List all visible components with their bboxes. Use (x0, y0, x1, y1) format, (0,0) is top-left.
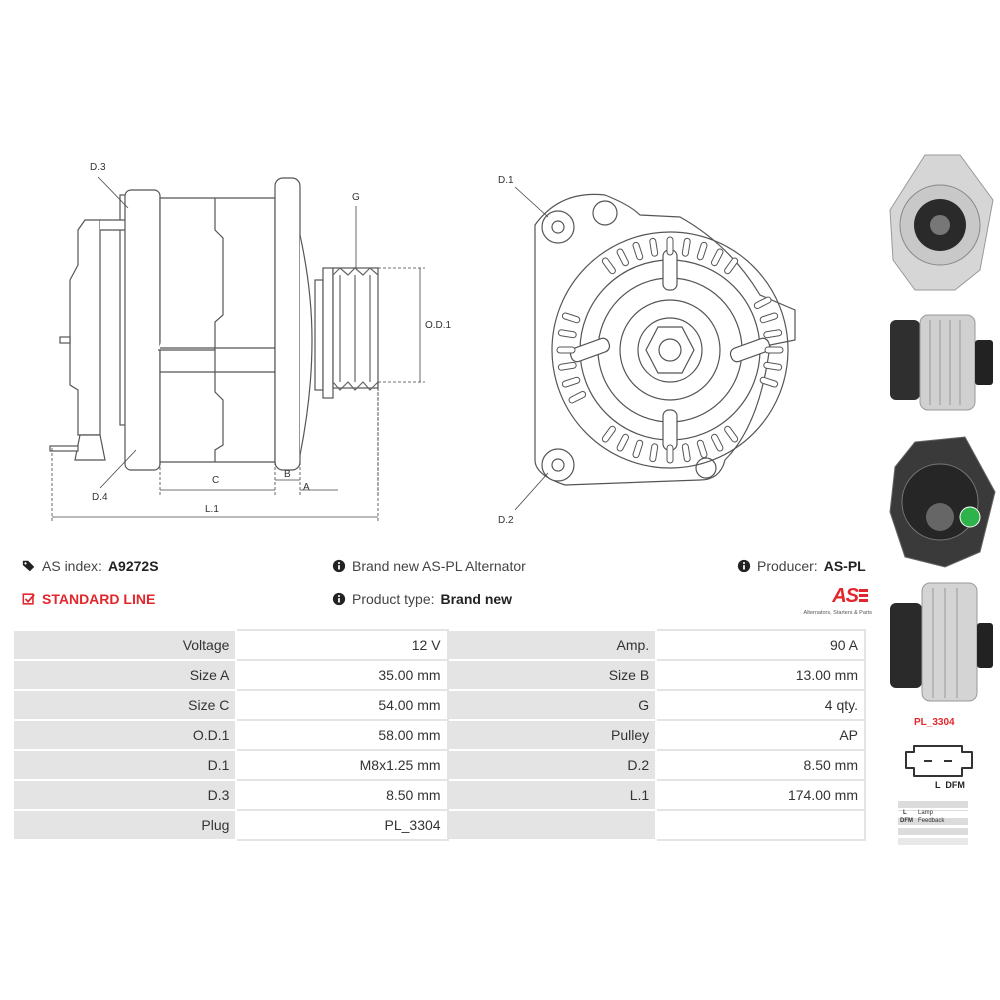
logo-mark: AS (832, 585, 859, 607)
product-type-value: Brand new (440, 591, 513, 607)
spec-value: M8x1.25 mm (235, 749, 449, 781)
label-a: A (303, 482, 310, 493)
legend-spacer-2 (898, 828, 968, 835)
label-d2: D.2 (498, 515, 514, 526)
legend-desc-l: Lamp (918, 810, 934, 816)
spec-label: D.1 (11, 749, 238, 781)
spec-value (655, 809, 866, 841)
spec-label: Pulley (446, 719, 658, 751)
spec-value: 13.00 mm (655, 659, 866, 691)
spec-value: 8.50 mm (235, 779, 449, 811)
label-g: G (352, 192, 360, 203)
logo-bars (859, 589, 868, 592)
plug-pins: L DFM (935, 780, 965, 790)
product-type-info: Product type: Brand new (332, 591, 512, 607)
spec-label: Size C (11, 689, 238, 721)
product-photo-rear (889, 436, 996, 568)
spec-value: PL_3304 (235, 809, 449, 841)
spec-value: 174.00 mm (655, 779, 866, 811)
spec-label: Voltage (11, 629, 238, 661)
legend-spacer-3 (898, 838, 968, 845)
legend-row-l (898, 810, 968, 818)
info-icon (332, 559, 346, 573)
spec-value: 54.00 mm (235, 689, 449, 721)
info-icon (737, 559, 751, 573)
legend-desc-dfm: Feedback (918, 818, 945, 824)
line-label: STANDARD LINE (42, 591, 156, 607)
product-photo-angle (890, 582, 993, 702)
info-icon (332, 592, 346, 606)
legend-key-l: L (903, 810, 907, 816)
spec-label: O.D.1 (11, 719, 238, 751)
logo-tagline: Alternators, Starters & Parts (803, 610, 872, 616)
as-pl-logo: AS Alternators, Starters & Parts (782, 585, 872, 621)
spec-label (446, 809, 658, 841)
checkbox-checked-icon (22, 593, 35, 605)
label-d3: D.3 (90, 162, 106, 173)
as-index-label: AS index: (42, 558, 102, 574)
label-b: B (284, 469, 291, 480)
spec-value: 8.50 mm (655, 749, 866, 781)
spec-label: L.1 (446, 779, 658, 811)
as-index-info: AS index: A9272S (22, 558, 159, 574)
product-photo-side (890, 314, 993, 411)
legend-spacer (898, 801, 968, 808)
legend-row-dfm (898, 818, 968, 825)
spec-value: 35.00 mm (235, 659, 449, 691)
spec-value: AP (655, 719, 866, 751)
front-view-drawing: D.1 D.2 (498, 175, 796, 526)
producer-info: Producer: AS-PL (737, 558, 866, 574)
label-d1: D.1 (498, 175, 514, 186)
spec-label: Size A (11, 659, 238, 691)
producer-value: AS-PL (823, 558, 866, 574)
spec-label: Plug (11, 809, 238, 841)
brand-info: Brand new AS-PL Alternator (332, 558, 526, 574)
spec-label: D.2 (446, 749, 658, 781)
brand-text: Brand new AS-PL Alternator (352, 558, 526, 574)
product-type-label: Product type: (352, 591, 435, 607)
spec-label: G (446, 689, 658, 721)
as-index-value: A9272S (107, 558, 159, 574)
producer-label: Producer: (757, 558, 818, 574)
label-d4: D.4 (92, 492, 108, 503)
spec-label: D.3 (11, 779, 238, 811)
product-photo-front (889, 154, 994, 291)
legend-key-dfm: DFM (900, 818, 913, 824)
spec-label: Amp. (446, 629, 658, 661)
label-c: C (212, 475, 219, 486)
spec-value: 12 V (235, 629, 449, 661)
spec-label: Size B (446, 659, 658, 691)
spec-value: 58.00 mm (235, 719, 449, 751)
plug-code: PL_3304 (914, 717, 955, 728)
side-view-drawing: D.3 G O.D.1 C B A D.4 L.1 (49, 162, 452, 522)
label-l1: L.1 (205, 504, 219, 515)
tags-icon (22, 560, 35, 572)
spec-value: 90 A (655, 629, 866, 661)
line-badge: STANDARD LINE (22, 591, 155, 607)
spec-value: 4 qty. (655, 689, 866, 721)
label-od1: O.D.1 (425, 320, 452, 331)
plug-connector-diagram (905, 745, 973, 777)
